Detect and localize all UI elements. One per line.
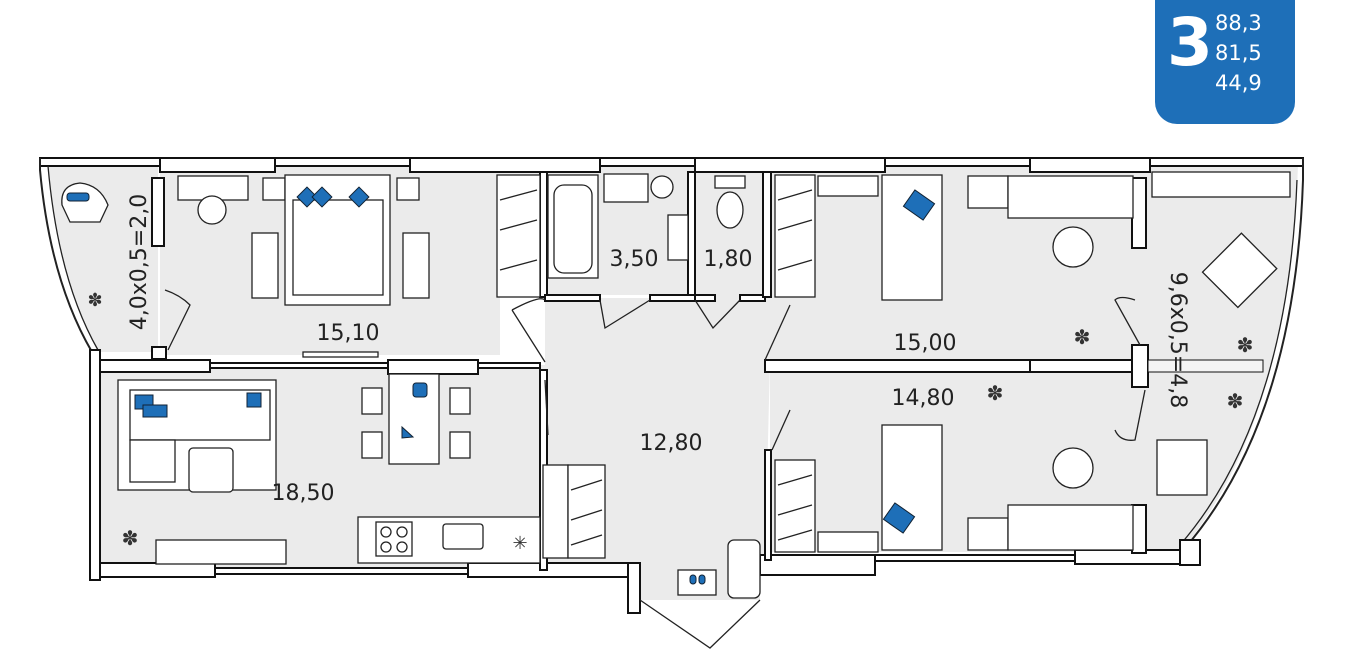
- toilet-icon: [716, 191, 744, 229]
- area-list: 88,3 81,5 44,9: [1215, 8, 1262, 98]
- shoe-rack: [727, 539, 761, 599]
- label-bedroom-3: 14,80: [892, 386, 955, 411]
- radiator-curtain: [1151, 171, 1291, 198]
- single-bed-1: [881, 174, 943, 301]
- plant-icon: ✽: [1237, 335, 1254, 357]
- label-bathroom: 3,50: [610, 247, 659, 272]
- walls: [39, 157, 1304, 614]
- label-hall: 12,80: [640, 431, 703, 456]
- wardrobe-hall: [542, 464, 606, 559]
- label-living-kitchen: 18,50: [272, 481, 335, 506]
- single-bed-2: [881, 424, 943, 551]
- doors: [164, 289, 1146, 649]
- label-balcony-right: 9,6x0,5=4,8: [1165, 272, 1190, 408]
- tv: [302, 351, 379, 358]
- armchair-left-balcony: [61, 182, 109, 223]
- apartment-summary-badge: 3 88,3 81,5 44,9: [1155, 0, 1295, 124]
- pillows: [296, 186, 370, 208]
- office-chair: [1052, 447, 1094, 489]
- plant-icon: ✽: [1074, 327, 1091, 349]
- office-chair: [1052, 226, 1094, 268]
- armchair-right-balcony: [1201, 232, 1278, 309]
- svg-text:✳: ✳: [512, 533, 527, 553]
- dining-table: [361, 373, 471, 465]
- label-balcony-left: 4,0x0,5=2,0: [127, 194, 152, 330]
- rooms-count: 3: [1167, 4, 1213, 81]
- bathtub: [547, 174, 599, 279]
- sink: [603, 173, 649, 203]
- wardrobe-bedroom-1: [496, 174, 541, 298]
- plant-icon: ✽: [122, 528, 139, 550]
- chair: [197, 195, 227, 225]
- wardrobe-bedroom-2: [774, 174, 816, 298]
- plant-icon: ✽: [1227, 391, 1244, 413]
- living-area: 81,5: [1215, 41, 1262, 65]
- desk-bedroom-3: [1007, 504, 1134, 551]
- armchair-right-balcony-2: [1156, 439, 1208, 496]
- label-toilet: 1,80: [704, 247, 753, 272]
- plant-icon: ✽: [87, 290, 102, 310]
- desk-bedroom-2: [1007, 175, 1134, 219]
- wardrobe-bedroom-3: [774, 459, 816, 553]
- label-bedroom-2: 15,00: [894, 331, 957, 356]
- kitchen-area: 44,9: [1215, 71, 1262, 95]
- label-bedroom-1: 15,10: [317, 321, 380, 346]
- coffee-table: [188, 447, 234, 493]
- room-labels: 15,10 18,50 12,80 3,50 1,80 15,00 14,80 …: [127, 194, 1190, 506]
- tv-stand: [155, 539, 287, 565]
- kitchen-counter: ✳: [357, 516, 541, 564]
- total-area: 88,3: [1215, 11, 1262, 35]
- washing-machine: [650, 175, 674, 199]
- doormat: [677, 569, 717, 596]
- furniture: ✽: [61, 171, 1291, 599]
- plant-icon: ✽: [987, 383, 1004, 405]
